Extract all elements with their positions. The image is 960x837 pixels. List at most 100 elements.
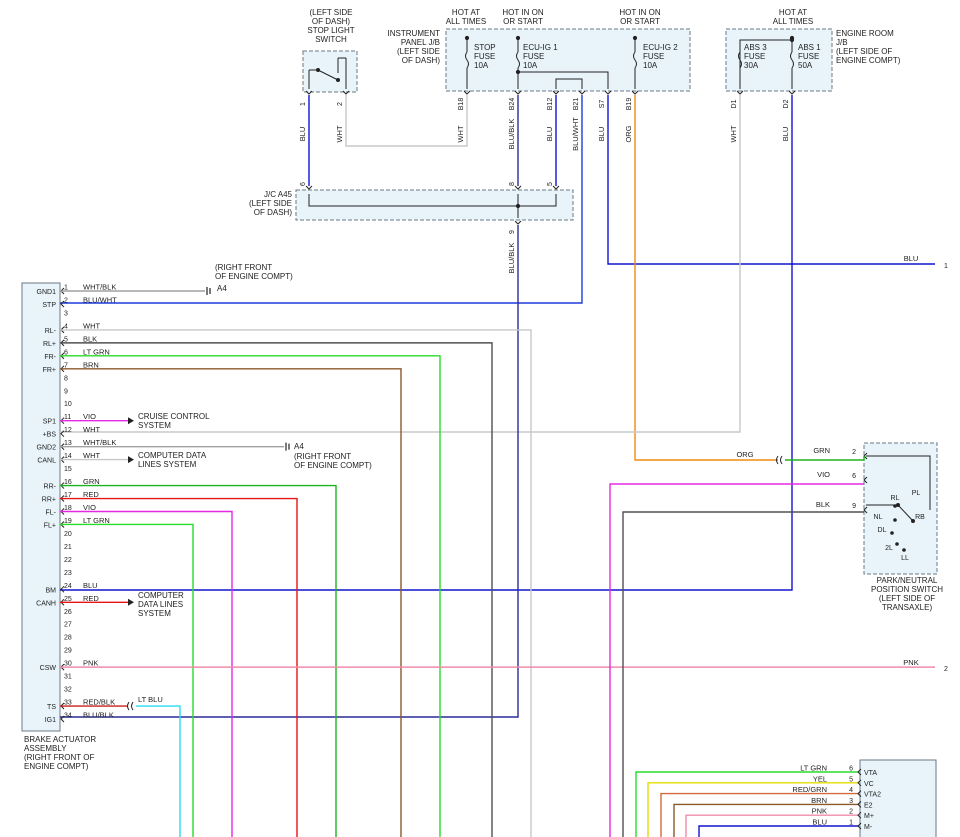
wire-d2-blu-bm <box>60 95 793 591</box>
throttle-wire-label-3: BRN <box>811 796 827 805</box>
brake-pin-name-16: RR- <box>44 484 57 491</box>
pnp-contact-DL: DL <box>878 527 887 534</box>
ecu-ig1-fuse-label-line-1: FUSE <box>523 52 544 61</box>
brake-pin-name-17: RR+ <box>42 497 56 504</box>
brake-pin-name-2: STP <box>42 302 56 309</box>
ecu-ig2-fuse-label-line-0: ECU-IG 2 <box>643 43 678 52</box>
throttle-pin-mark-1 <box>857 822 862 830</box>
pnp-pin-num-6: 6 <box>852 473 856 480</box>
computer-data-1-label-line-0: COMPUTER DATA <box>138 451 207 460</box>
pnp-pin-num-2: 2 <box>852 449 856 456</box>
wire-s7-blu-offpage <box>607 95 935 265</box>
brake-wire-label-25: RED <box>83 594 99 603</box>
brake-pin-num-12: 12 <box>64 427 72 434</box>
brake-pin-name-7: FR+ <box>43 367 56 374</box>
throttle-pin-mark-3 <box>857 801 862 808</box>
brake-pin-num-26: 26 <box>64 609 72 616</box>
wire-throttle-2 <box>685 814 858 837</box>
brake-pin-num-4: 4 <box>64 323 68 330</box>
wire-brake-4 <box>60 329 532 837</box>
stop-light-switch-box <box>302 50 358 93</box>
brake-pin-num-5: 5 <box>64 336 68 343</box>
brake-pin-name-19: FL+ <box>44 522 56 529</box>
brake-pin-num-18: 18 <box>64 505 72 512</box>
brake-wire-label-34: BLU/BLK <box>83 711 114 720</box>
brake-pin-num-17: 17 <box>64 492 72 499</box>
top-pin-S7: S7 <box>599 100 606 109</box>
brake-pin-num-16: 16 <box>64 479 72 486</box>
top-wire-label-2: WHT <box>335 125 344 142</box>
top-wire-label-S7: BLU <box>597 127 606 142</box>
top-pin-mark-D1 <box>736 90 744 95</box>
brake-pin-name-30: CSW <box>40 665 57 672</box>
park-neutral-label-line-1: POSITION SWITCH <box>871 585 943 594</box>
throttle-pin-name-1: M- <box>864 824 873 831</box>
top-wire-label-D2: BLU <box>781 127 790 142</box>
stop-light-switch-contacts <box>308 57 347 89</box>
ecu-ig1-fuse-label-line-2: 10A <box>523 61 538 70</box>
arrow-brake-14 <box>128 456 134 464</box>
brake-wire-label-1: WHT/BLK <box>83 283 116 292</box>
pnp-contact-NL: NL <box>874 514 883 521</box>
top-pin-B18: B18 <box>458 98 465 111</box>
brake-pin-num-29: 29 <box>64 648 72 655</box>
top-pin-mark-D2 <box>788 90 796 95</box>
brake-wire-label-6: LT GRN <box>83 347 110 356</box>
engine-room-jb-label-line-3: ENGINE COMPT) <box>836 56 901 65</box>
abs3-fuse-label-line-2: 30A <box>744 61 759 70</box>
wire-brake-16 <box>60 484 337 837</box>
stop-light-switch-label-line-1: OF DASH) <box>312 17 351 26</box>
ts-mate-wire-label: LT BLU <box>138 695 163 704</box>
brake-pin-num-21: 21 <box>64 544 72 551</box>
throttle-pin-num-5: 5 <box>849 776 853 783</box>
stop-fuse-label-line-2: 10A <box>474 61 489 70</box>
brake-pin-num-25: 25 <box>64 596 72 603</box>
brake-pin-name-24: BM <box>46 587 57 594</box>
jc-pin-8: 8 <box>509 182 516 186</box>
throttle-pin-mark-2 <box>857 811 862 819</box>
brake-pin-num-24: 24 <box>64 583 72 590</box>
top-pin-mark-B12 <box>552 90 560 95</box>
jc-wire-label-9: BLU/BLK <box>507 243 516 274</box>
ecu-ig2-fuse-label-line-1: FUSE <box>643 52 664 61</box>
engine-room-jb-label-line-1: J/B <box>836 38 848 47</box>
computer-data-2-label-line-0: COMPUTER <box>138 591 184 600</box>
brake-pin-num-9: 9 <box>64 388 68 395</box>
pnp-mate-label-2: ORG <box>736 450 753 459</box>
stop-light-switch-label-line-2: STOP LIGHT <box>307 26 354 35</box>
cruise-control-label-line-1: SYSTEM <box>138 421 171 430</box>
brake-pin-num-33: 33 <box>64 700 72 707</box>
brake-actuator-box <box>21 282 61 732</box>
pnp-contact-dot-4 <box>902 548 906 552</box>
brake-wire-label-12: WHT <box>83 425 100 434</box>
wire-brake-17 <box>60 497 298 837</box>
top-pin-1: 1 <box>300 102 307 106</box>
wire-stop-switch-2-wht <box>345 95 468 147</box>
top-wire-label-1: BLU <box>298 127 307 142</box>
brake-pin-name-4: RL- <box>45 328 57 335</box>
brake-pin-name-14: CANL <box>37 458 56 465</box>
throttle-pin-name-4: VTA2 <box>864 792 881 799</box>
brake-pin-num-23: 23 <box>64 570 72 577</box>
brake-pin-num-20: 20 <box>64 531 72 538</box>
ip-jb-fuses <box>464 35 638 89</box>
brake-pin-num-7: 7 <box>64 362 68 369</box>
top-pin-B12: B12 <box>547 98 554 111</box>
ip-jb-label-line-2: (LEFT SIDE <box>397 47 440 56</box>
pnp-contact-dot-3 <box>895 542 899 546</box>
throttle-pin-num-3: 3 <box>849 798 853 805</box>
engine-room-jb-label-line-2: (LEFT SIDE OF <box>836 47 892 56</box>
hot-all-times-1-label-line-0: HOT AT <box>452 8 480 17</box>
brake-pin-num-31: 31 <box>64 674 72 681</box>
park-neutral-switch-box <box>863 442 938 575</box>
brake-pin-name-33: TS <box>47 704 56 711</box>
arrow-brake-25 <box>128 598 134 606</box>
wire-jc9-blu-blk-ig1 <box>60 225 519 718</box>
throttle-pin-name-6: VTA <box>864 770 877 777</box>
brake-wire-label-2: BLU/WHT <box>83 295 117 304</box>
throttle-wire-label-4: RED/GRN <box>792 785 827 794</box>
wire-b19-org-pnp <box>634 95 778 461</box>
ground-a4-mid-label-line-0: (RIGHT FRONT <box>294 452 351 461</box>
brake-pin-name-13: GND2 <box>37 445 57 452</box>
ground-a4-top-label-line-1: OF ENGINE COMPT) <box>215 272 293 281</box>
